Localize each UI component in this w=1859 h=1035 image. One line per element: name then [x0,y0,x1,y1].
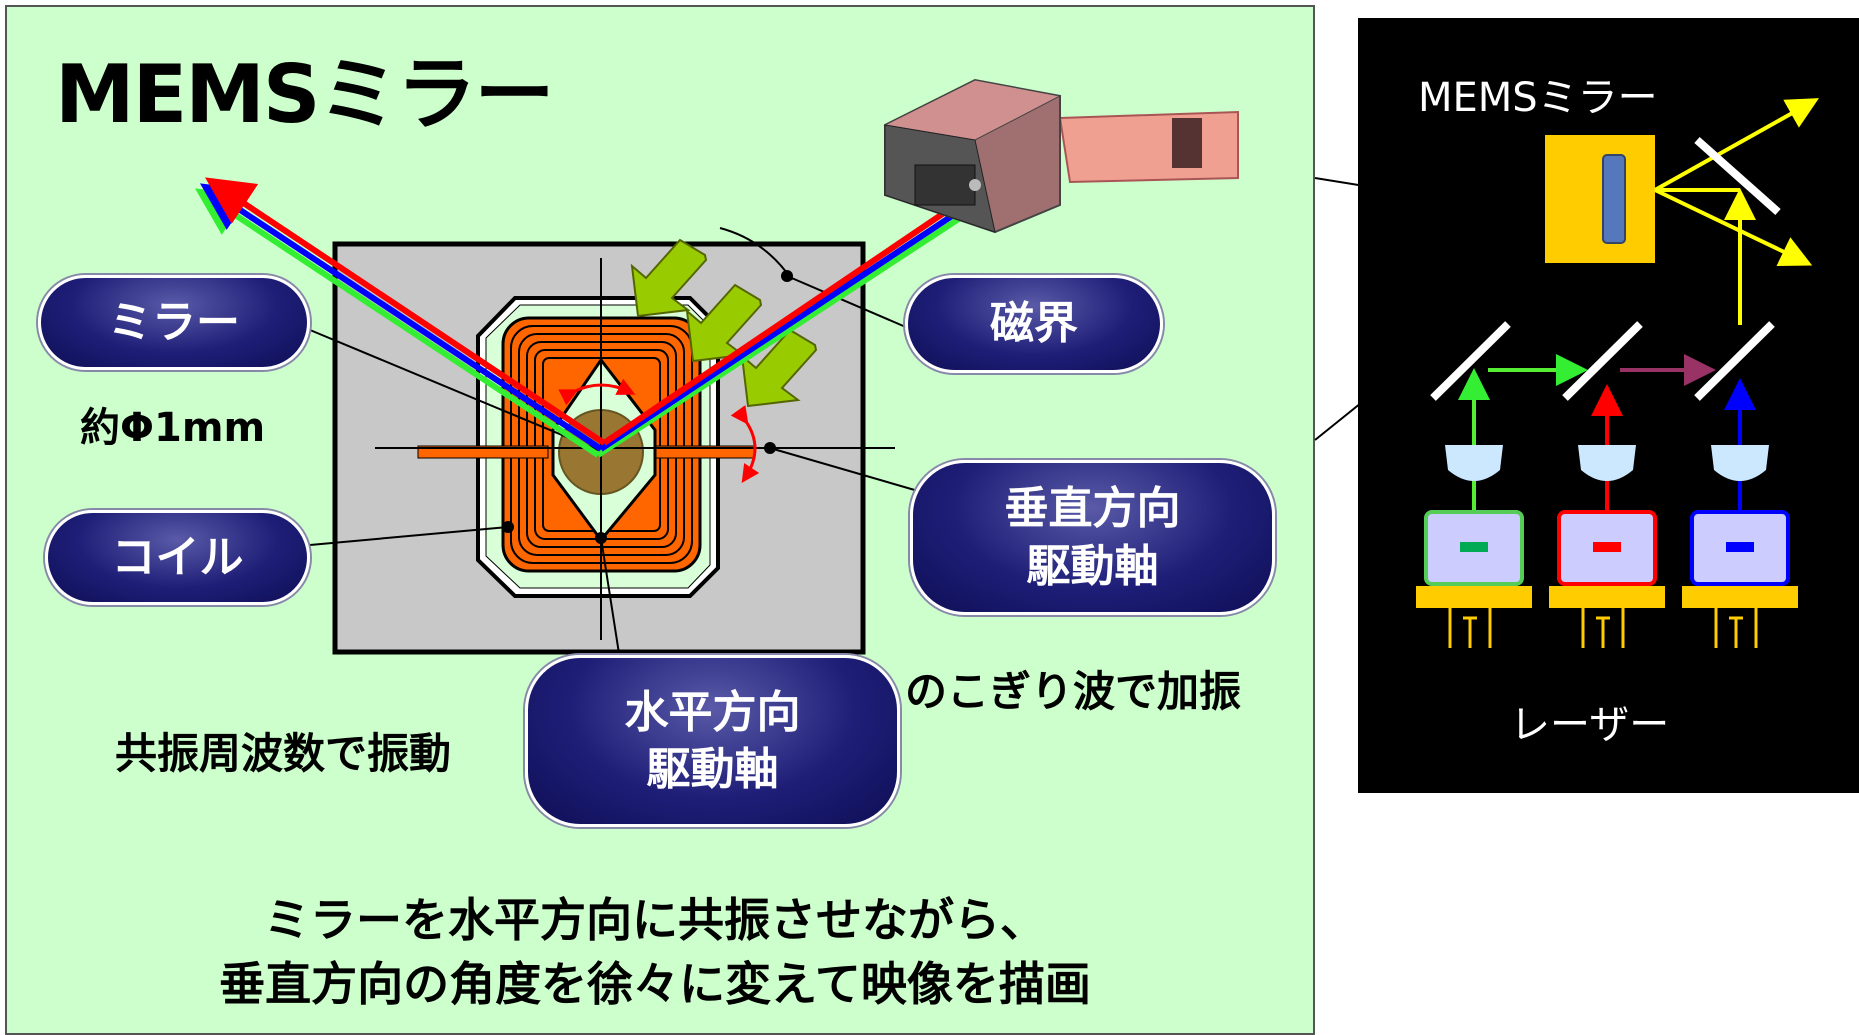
callout-horizontal-axis: 水平方向 駆動軸 [525,655,900,827]
callout-coil-label: コイル [111,531,244,583]
laser-red [1549,510,1665,648]
callout-vertical-axis-line1: 垂直方向 [1004,483,1181,535]
laser-blue [1682,510,1798,648]
callout-mirror: ミラー [38,275,310,370]
callout-horizontal-axis-line2: 駆動軸 [646,744,779,795]
magnetic-field-arrows [630,238,818,408]
callout-magnetic-field-label: 磁界 [990,298,1078,350]
callout-vertical-axis: 垂直方向 駆動軸 [910,460,1275,615]
inset-laser-label: レーザー [1510,702,1670,748]
callout-magnetic-field: 磁界 [905,275,1163,373]
page-title: MEMSミラー [55,48,554,141]
summary-line-1: ミラーを水平方向に共振させながら、 [264,893,1046,947]
callout-horizontal-axis-line1: 水平方向 [624,686,801,738]
sawtooth-note: のこぎり波で加振 [905,667,1242,716]
callout-mirror-label: ミラー [108,296,240,348]
inset-mems-mirror [1545,135,1655,263]
resonance-note: 共振周波数で振動 [115,729,452,778]
laser-beams [194,177,982,458]
inset-mems-label: MEMSミラー [1418,75,1658,121]
laser-green [1416,510,1532,648]
summary-line-2: 垂直方向の角度を徐々に変えて映像を描画 [219,957,1091,1012]
mirror-size-label: 約Φ1mm [80,405,266,451]
callout-vertical-axis-line2: 駆動軸 [1026,540,1159,592]
summary-text: ミラーを水平方向に共振させながら、 垂直方向の角度を徐々に変えて映像を描画 [0,888,1310,1017]
mems-module-image [883,78,1239,234]
callout-coil: コイル [45,510,310,605]
